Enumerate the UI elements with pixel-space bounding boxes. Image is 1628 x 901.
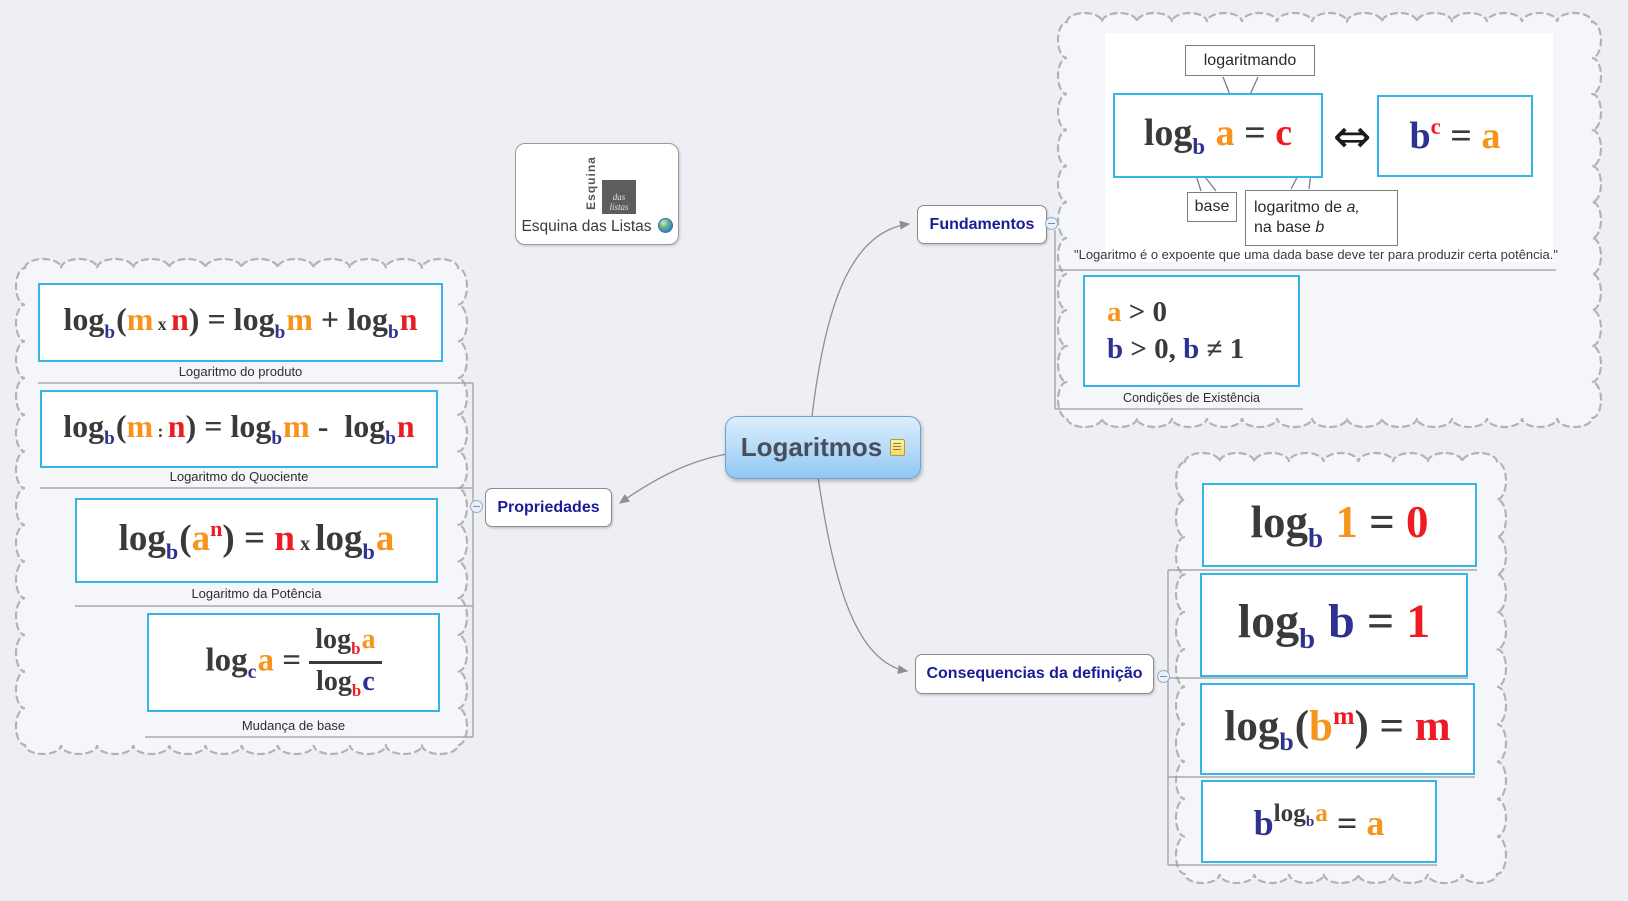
consequencias-item-4[interactable]: blogba = a: [1201, 780, 1437, 863]
topic-propriedades-label: Propriedades: [497, 498, 600, 516]
produto-formula: logb(m x n) = logbm + logbn: [63, 301, 418, 343]
consequencias-formula-4: blogba = a: [1253, 799, 1385, 843]
consequencias-item-1[interactable]: logb 1 = 0: [1202, 483, 1477, 567]
propriedades-item-potencia[interactable]: logb(an) = n x logba: [75, 498, 438, 583]
callout-logaritmando: logaritmando: [1185, 45, 1315, 76]
potencia-formula: logb(an) = n x logba: [118, 516, 395, 564]
propriedades-item-produto[interactable]: logb(m x n) = logbm + logbn: [38, 283, 443, 362]
condicoes-label[interactable]: Condições de Existência: [1123, 391, 1260, 405]
produto-label[interactable]: Logaritmo do produto: [178, 364, 303, 379]
definition-image[interactable]: logb a = c ⇔ bc = a logaritmando base lo…: [1105, 33, 1553, 262]
notes-icon[interactable]: [890, 439, 906, 456]
consequencias-item-2[interactable]: logb b = 1: [1200, 573, 1468, 677]
esquina-logo-vertical-text: Esquina: [584, 156, 598, 210]
callout-base-label: base: [1194, 198, 1230, 215]
callout-logaritmo-de-a-label: logaritmo de a,na base b: [1254, 199, 1360, 236]
fundamentos-subtree-lines: [1054, 230, 1556, 410]
collapse-toggle-consequencias[interactable]: [1157, 670, 1170, 683]
propriedades-item-quociente[interactable]: logb(m : n) = logbm - logbn: [40, 390, 438, 468]
quociente-label[interactable]: Logaritmo do Quociente: [169, 469, 309, 484]
condicoes-box[interactable]: a > 0 b > 0, b ≠ 1: [1083, 275, 1300, 387]
topic-propriedades[interactable]: Propriedades: [485, 488, 612, 527]
callout-base: base: [1187, 192, 1237, 222]
consequencias-subtree-lines: [1167, 569, 1477, 866]
callout-logaritmando-label: logaritmando: [1203, 51, 1297, 69]
collapse-toggle-fundamentos[interactable]: [1045, 217, 1058, 230]
consequencias-formula-1: logb 1 = 0: [1250, 496, 1429, 554]
topic-consequencias-label: Consequencias da definição: [926, 665, 1143, 682]
definition-left-box: logb a = c: [1113, 93, 1323, 178]
quociente-formula: logb(m : n) = logbm - logbn: [63, 407, 415, 450]
central-topic-label: Logaritmos: [740, 432, 883, 462]
globe-hyperlink-icon[interactable]: [657, 218, 673, 233]
topic-consequencias[interactable]: Consequencias da definição: [915, 654, 1154, 694]
potencia-label[interactable]: Logaritmo da Potência: [191, 586, 322, 601]
collapse-toggle-propriedades[interactable]: [470, 500, 483, 513]
branch-curve-fundamentos: [811, 220, 911, 417]
floating-topic-label: Esquina das Listas: [521, 218, 652, 235]
topic-fundamentos[interactable]: Fundamentos: [917, 205, 1047, 244]
branch-curve-consequencias: [817, 476, 909, 675]
iff-arrow-symbol: ⇔: [1332, 108, 1372, 163]
propriedades-subtree-lines: [38, 382, 474, 738]
callout-logaritmo-de-a: logaritmo de a,na base b: [1245, 190, 1398, 246]
definition-right-formula: bc = a: [1409, 113, 1501, 158]
consequencias-formula-3: logb(bm) = m: [1224, 701, 1451, 756]
condicoes-line2: b > 0, b ≠ 1: [1107, 333, 1245, 365]
definition-left-formula: logb a = c: [1143, 112, 1293, 159]
definition-quote[interactable]: "Logaritmo é o expoente que uma dada bas…: [1073, 247, 1559, 262]
definition-right-box: bc = a: [1377, 95, 1533, 177]
central-topic-logaritmos[interactable]: Logaritmos: [725, 416, 921, 479]
branch-curve-propriedades: [618, 453, 728, 504]
condicoes-line1: a > 0: [1107, 296, 1168, 328]
mudanca-label[interactable]: Mudança de base: [241, 718, 346, 733]
consequencias-item-3[interactable]: logb(bm) = m: [1200, 683, 1475, 775]
consequencias-formula-2: logb b = 1: [1237, 595, 1431, 655]
topic-fundamentos-label: Fundamentos: [929, 215, 1035, 233]
